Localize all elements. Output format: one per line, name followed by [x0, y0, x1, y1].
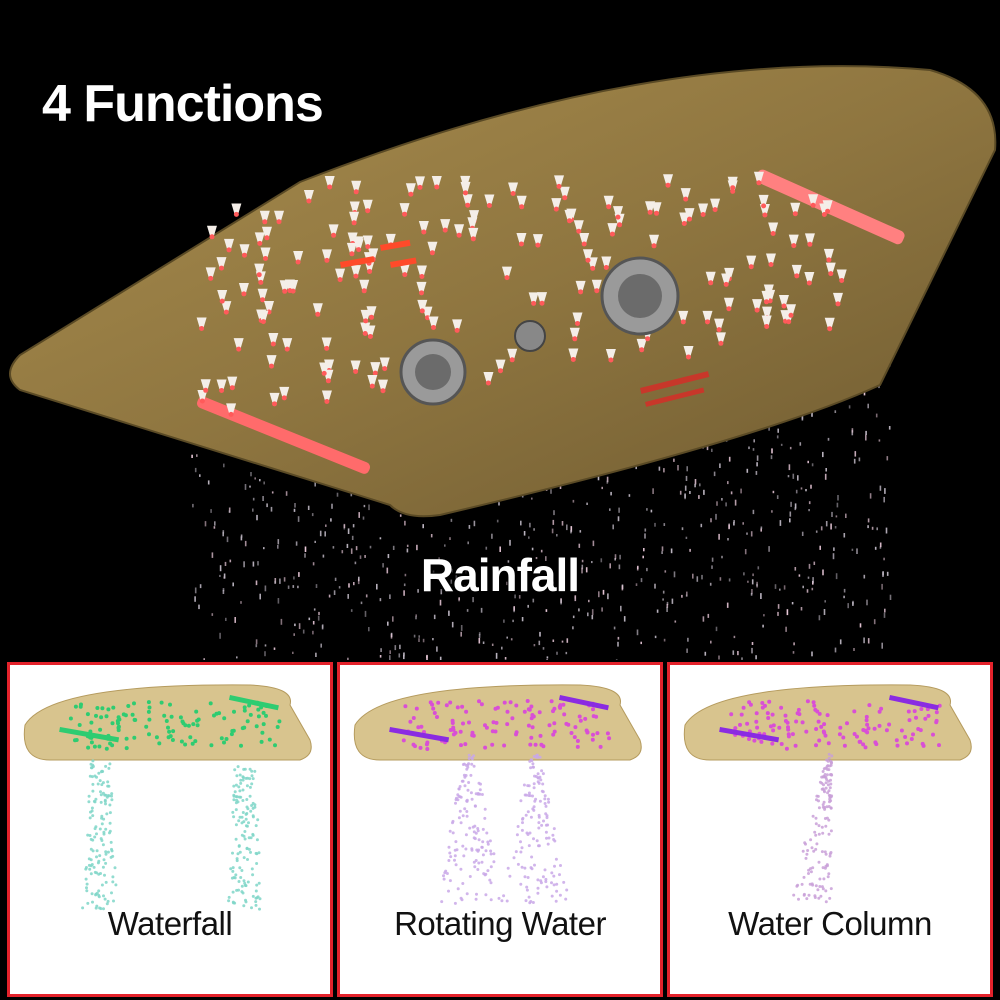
waterfall-illustration [23, 684, 312, 911]
function-label: Rotating Water [394, 905, 606, 942]
temperature-display [340, 239, 417, 268]
function-panel-rotating-water: Rotating Water [337, 662, 663, 997]
shower-head-panel [9, 65, 997, 518]
function-panel-water-column: Water Column [667, 662, 993, 997]
headline: 4 Functions [42, 75, 324, 133]
rotating-water-illustration [353, 684, 642, 905]
function-panel-waterfall: Waterfall [7, 662, 333, 997]
function-label: Water Column [728, 905, 932, 942]
rainfall-hero-image: 4 Functions Rainfall [9, 65, 997, 660]
led-bar-left [197, 396, 371, 474]
function-label: Waterfall [107, 905, 233, 942]
shower-panel-illustration [9, 65, 997, 660]
water-column-illustration [683, 684, 972, 904]
function-panels: Waterfall Rotating Water Water Column [7, 662, 993, 997]
rainfall-label: Rainfall [420, 549, 580, 601]
spray-nozzles [196, 171, 847, 417]
flow-display [640, 371, 710, 407]
speaker-grille-icon [514, 320, 546, 352]
